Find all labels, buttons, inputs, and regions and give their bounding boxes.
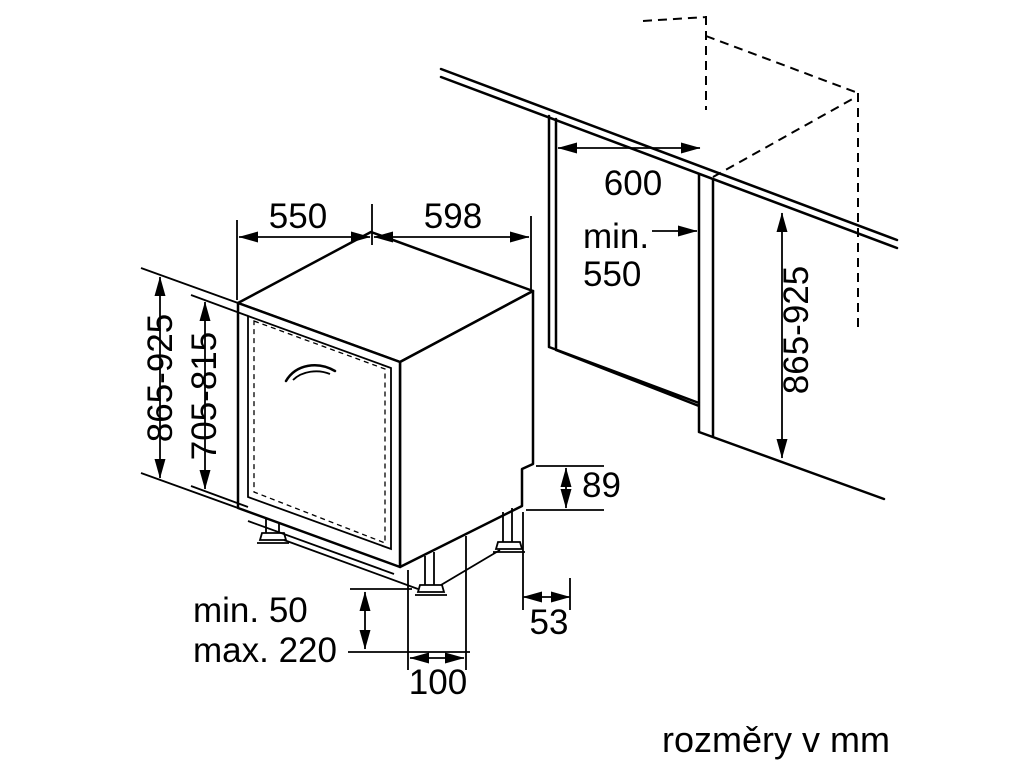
dimension-niche: 600 min. 550 [557, 142, 701, 294]
dimension-right-height: 865-925 [776, 212, 816, 459]
base-rails [283, 539, 501, 590]
foot-front-right [415, 552, 447, 596]
worktop [439, 67, 899, 250]
dim-top-ticks [236, 204, 532, 300]
door-border [247, 314, 392, 551]
dim-label-min: min. [583, 217, 649, 256]
door-handle [284, 364, 337, 383]
dim-label-53: 53 [530, 603, 569, 642]
adjustable-feet [257, 508, 525, 596]
dim-label-min-50: min. 50 [193, 591, 308, 630]
dim-label-598: 598 [424, 197, 482, 236]
dim-label-865-925-right: 865-925 [777, 266, 816, 394]
door-seal [253, 320, 386, 544]
dimension-53: 53 [522, 512, 571, 642]
dim-label-100: 100 [409, 663, 467, 702]
dim-53-ticks [522, 512, 571, 610]
units-note: rozměry v mm [662, 719, 890, 760]
dim-plinth-reference-lines [348, 588, 470, 653]
dimension-89: 89 [526, 465, 621, 511]
dimension-100: 100 [407, 536, 467, 702]
dimension-left-heights: 865-925 705-815 [140, 267, 249, 509]
dim-label-max-220: max. 220 [193, 631, 337, 670]
dim-label-705-815: 705-815 [185, 332, 224, 460]
dim-label-550: 550 [269, 197, 327, 236]
plinth-recess-line [247, 520, 395, 575]
dim-100-extensions [407, 536, 467, 670]
dishwasher [236, 230, 535, 596]
dim-label-600: 600 [604, 164, 662, 203]
worktop-edges [439, 67, 899, 250]
niche [547, 16, 886, 501]
niche-hidden-edges [642, 16, 859, 333]
dimension-top: 550 598 [236, 197, 532, 300]
foot-back-right [493, 508, 525, 553]
dim-label-min550: 550 [583, 255, 641, 294]
niche-solid-edges [547, 114, 886, 501]
dimension-plinth: min. 50 max. 220 [193, 588, 470, 670]
foot-front-left [257, 519, 289, 544]
door-handle-inner [292, 370, 331, 381]
dim-label-89: 89 [582, 466, 621, 505]
dim-89-extensions [526, 465, 604, 511]
dim-left-extensions [140, 267, 249, 509]
dim-label-865-925-left: 865-925 [141, 314, 180, 442]
